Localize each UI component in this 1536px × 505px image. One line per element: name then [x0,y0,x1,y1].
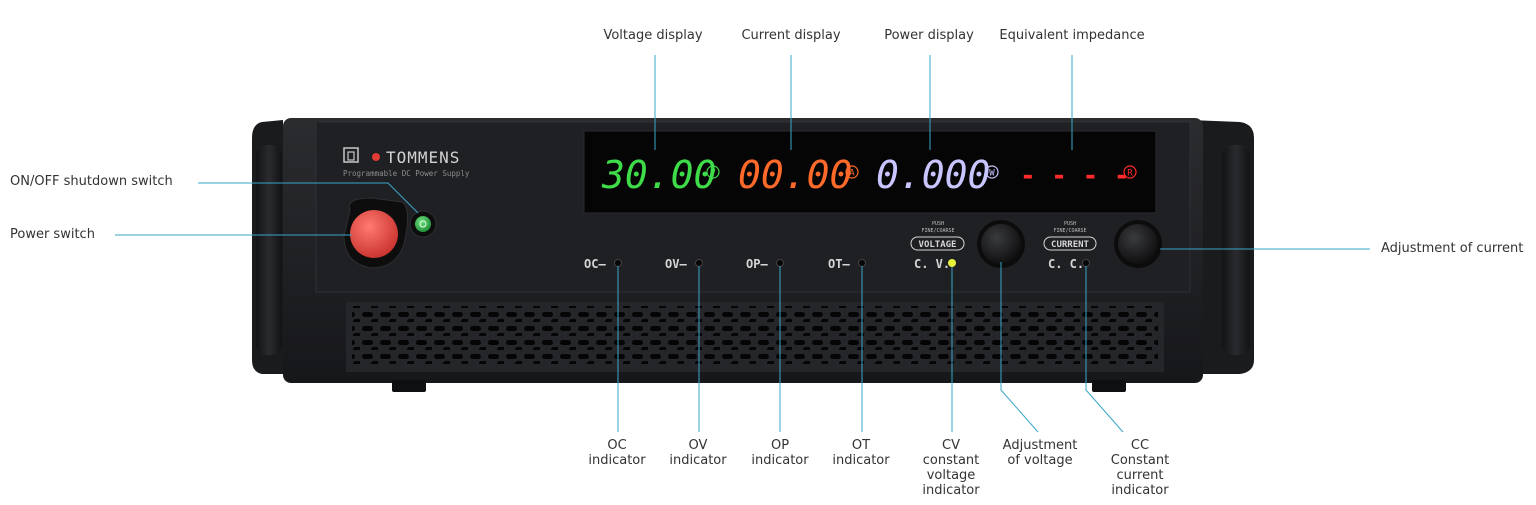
cv-indicator: PUSH FINE/COARSE VOLTAGE C. V. [910,221,965,271]
brand-name: TOMMENS [386,148,460,167]
op-indicator-label: OP— [746,257,768,271]
callout-cc-line1: CC [1130,438,1150,453]
callout-adjust-current: Adjustment of current [1381,241,1524,256]
callout-ot-indicator: OT indicator [832,438,889,468]
current-adjust-knob[interactable] [1114,220,1162,268]
leader-lines [115,55,1370,433]
impedance-display: - - - - R [1020,161,1137,191]
callout-equivalent-impedance: Equivalent impedance [999,28,1145,43]
ov-indicator: OV— [665,257,703,271]
display-window [583,130,1157,214]
impedance-value: - - - - [1020,161,1130,191]
callout-cv-line4: indicator [922,483,980,498]
impedance-unit-icon: R [1127,169,1133,179]
voltage-value: 30.00 [601,153,716,197]
op-indicator: OP— [746,257,784,271]
callout-cc-indicator: CC Constant current indicator [1111,438,1169,498]
power-switch[interactable] [343,197,408,269]
callout-ot-line1: OT [851,438,871,453]
callout-cv-line2: constant [922,453,980,468]
cc-indicator-label: C. C. [1048,257,1084,271]
current-mode-text: FINE/COARSE [1053,228,1086,234]
callout-ov-indicator: OV indicator [669,438,726,468]
brand-tagline: Programmable DC Power Supply [343,169,470,178]
right-handle [1190,120,1254,374]
current-push-text: PUSH [1064,221,1076,227]
callout-cc-line4: indicator [1111,483,1169,498]
ot-indicator-label: OT— [828,257,850,271]
right-foot [1092,380,1126,392]
callout-voltage-display: Voltage display [603,28,703,43]
callout-cc-line3: current [1116,468,1164,483]
voltage-badge: VOLTAGE [919,240,957,250]
voltage-push-text: PUSH [932,221,944,227]
callout-oc-indicator: OC indicator [588,438,645,468]
callout-oc-line2: indicator [588,453,646,468]
cv-indicator-label: C. V. [914,257,950,271]
current-display: 00.00 A [738,153,859,197]
power-value: 0.000 [876,153,990,197]
current-unit-icon: A [849,169,855,179]
power-unit-icon: W [989,169,995,179]
brand-logo [343,147,380,163]
callout-oc-line1: OC [607,438,627,453]
callout-onoff-switch: ON/OFF shutdown switch [10,174,173,189]
callout-adjust-voltage-line2: of voltage [1007,453,1073,468]
callout-adjust-voltage: Adjustment of voltage [1003,438,1078,468]
voltage-display: 30.00 V [601,153,720,197]
callout-ot-line2: indicator [832,453,890,468]
current-value: 00.00 [738,153,852,197]
callout-op-indicator: OP indicator [751,438,808,468]
callout-cv-indicator: CV constant voltage indicator [922,438,979,498]
callout-power-display: Power display [884,28,974,43]
callout-op-line1: OP [770,438,790,453]
callout-ov-line2: indicator [669,453,727,468]
oc-indicator-label: OC— [584,257,606,271]
callout-current-display: Current display [741,28,841,43]
callout-cv-line3: voltage [926,468,976,483]
callout-adjust-voltage-line1: Adjustment [1002,438,1078,453]
callout-op-line2: indicator [751,453,809,468]
oc-indicator: OC— [584,257,622,271]
left-foot [392,380,426,392]
ov-indicator-label: OV— [665,257,687,271]
left-handle [252,120,283,374]
voltage-adjust-knob[interactable] [977,220,1025,268]
onoff-shutdown-switch[interactable] [409,210,437,238]
callout-cv-line1: CV [942,438,960,453]
callout-ov-line1: OV [688,438,708,453]
power-display: 0.000 W [876,153,999,197]
current-badge: CURRENT [1051,240,1090,250]
voltage-unit-icon: V [710,169,716,179]
callout-cc-line2: Constant [1110,453,1170,468]
callout-power-switch: Power switch [10,227,95,242]
cc-indicator: PUSH FINE/COARSE CURRENT C. C. [1043,221,1097,271]
voltage-mode-text: FINE/COARSE [921,228,954,234]
